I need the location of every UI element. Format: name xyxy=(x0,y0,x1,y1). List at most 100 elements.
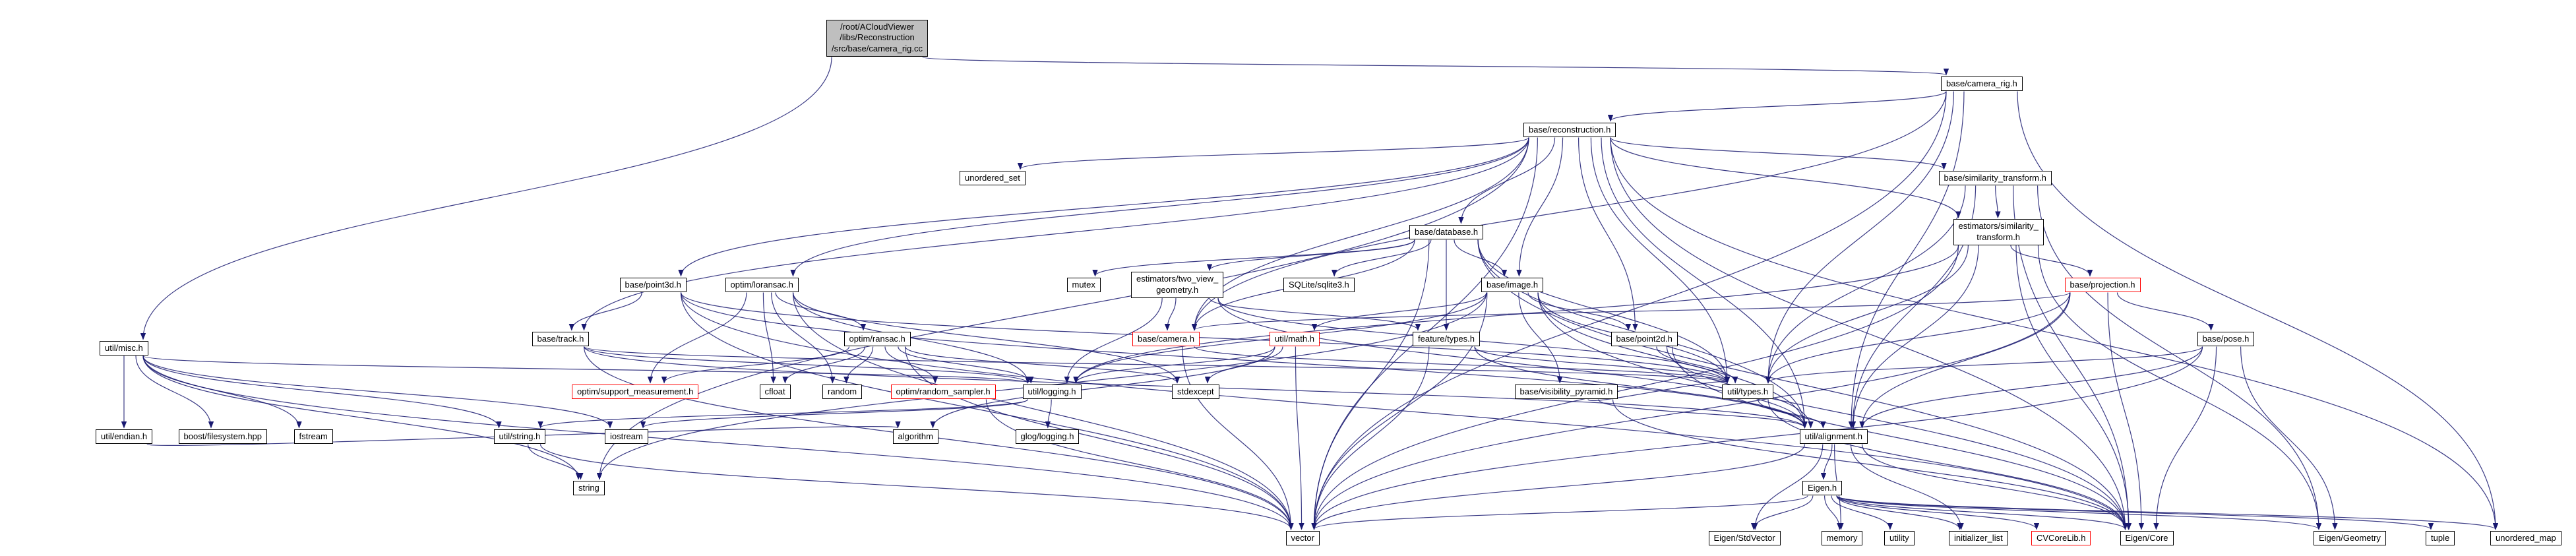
include-edge-eigen_h--initializer_list xyxy=(1836,495,1963,530)
include-edge-similarity_transform_h--eigen_geometry xyxy=(2037,185,2322,530)
include-edge-loransac_h--vector xyxy=(792,292,1294,530)
node-cvcorelib_h[interactable]: CVCoreLib.h xyxy=(2031,530,2091,546)
node-initializer_list: initializer_list xyxy=(1949,530,2008,546)
include-edge-alignment_h--initializer_list xyxy=(1850,444,1964,530)
include-edge-pose_h--types_h xyxy=(1765,346,2203,384)
include-edge-misc_h--string xyxy=(142,355,582,480)
node-similarity_transform_h[interactable]: base/similarity_transform.h xyxy=(1938,170,2052,186)
include-edge-reconstruction_h--alignment_h xyxy=(1601,137,1808,429)
include-edge-misc_h--boost_filesystem_hpp xyxy=(135,355,214,429)
node-eigen_h[interactable]: Eigen.h xyxy=(1802,480,1843,496)
node-utility: utility xyxy=(1884,530,1915,546)
include-edge-math_h--vector xyxy=(1295,346,1304,530)
include-edge-camera_h--vector xyxy=(1182,346,1294,530)
include-edge-similarity_transform_h--est_similarity_transform_h xyxy=(1995,185,2001,219)
include-edge-point3d_h--alignment_h xyxy=(680,292,1808,429)
include-edge-est_similarity_transform_h--eigen_core xyxy=(2015,245,2132,530)
include-edge-eigen_h--eigen_stdvector xyxy=(1750,495,1814,530)
include-edge-camera_rig_h--camera_h xyxy=(1191,91,1947,331)
node-image_h[interactable]: base/image.h xyxy=(1481,277,1544,293)
node-feature_types_h[interactable]: feature/types.h xyxy=(1413,331,1480,347)
include-edge-logging_h--iostream xyxy=(640,398,1029,429)
include-edge-eigen_h--vector xyxy=(1311,495,1808,530)
include-edge-projection_h--vector xyxy=(1311,292,2071,530)
include-edge-loransac_h--support_measurement_h xyxy=(647,292,747,384)
include-edge-feature_types_h--vector xyxy=(1311,346,1430,530)
include-edge-ransac_h--random_sampler_h xyxy=(884,346,938,384)
include-edge-est_similarity_transform_h--eigen_geometry xyxy=(2037,245,2322,530)
include-edge-ransac_h--vector xyxy=(904,346,1294,530)
node-algorithm: algorithm xyxy=(892,429,938,445)
include-edge-two_view_geometry_h--camera_h xyxy=(1164,297,1177,331)
include-edge-est_similarity_transform_h--types_h xyxy=(1765,245,1969,384)
include-edge-math_h--logging_h xyxy=(1073,346,1275,384)
node-point2d_h[interactable]: base/point2d.h xyxy=(1610,331,1678,347)
include-edge-random_sampler_h--vector xyxy=(985,399,1294,530)
include-edge-reconstruction_h--database_h xyxy=(1458,137,1556,224)
node-random: random xyxy=(822,384,863,400)
include-edge-reconstruction_h--types_h xyxy=(1590,137,1731,384)
include-edge-database_h--vector xyxy=(1311,239,1430,530)
include-edge-ransac_h--random xyxy=(843,346,874,384)
include-edge-eigen_h--unordered_map xyxy=(1836,495,2498,530)
node-fstream: fstream xyxy=(293,429,333,445)
node-vector: vector xyxy=(1285,530,1320,546)
node-reconstruction_h[interactable]: base/reconstruction.h xyxy=(1523,122,1616,138)
include-edge-reconstruction_h--track_h xyxy=(581,137,1529,331)
node-point3d_h[interactable]: base/point3d.h xyxy=(619,277,687,293)
node-visibility_pyramid_h[interactable]: base/visibility_pyramid.h xyxy=(1514,384,1618,400)
include-edge-pose_h--eigen_core xyxy=(2153,346,2217,530)
node-logging_h[interactable]: util/logging.h xyxy=(1022,384,1082,400)
include-edge-image_h--point2d_h xyxy=(1527,292,1632,331)
node-random_sampler_h[interactable]: optim/random_sampler.h xyxy=(890,384,996,400)
node-est_similarity_transform_h[interactable]: estimators/similarity_ transform.h xyxy=(1953,219,2044,245)
include-edge-track_h--logging_h xyxy=(583,346,1031,384)
include-edge-ransac_h--cfloat xyxy=(782,346,865,384)
node-pose_h[interactable]: base/pose.h xyxy=(2197,331,2255,347)
include-edge-logging_h--glog_logging_h xyxy=(1045,399,1052,429)
node-unordered_map: unordered_map xyxy=(2490,530,2561,546)
include-edge-string_h--string xyxy=(528,444,584,480)
node-stdexcept: stdexcept xyxy=(1172,384,1219,400)
node-database_h[interactable]: base/database.h xyxy=(1409,224,1484,240)
node-support_measurement_h[interactable]: optim/support_measurement.h xyxy=(572,384,699,400)
include-edge-misc_h--fstream xyxy=(142,355,302,429)
include-edge-projection_h--types_h xyxy=(1765,292,2071,384)
include-edge-est_similarity_transform_h--vector xyxy=(1311,245,1959,530)
include-edge-reconstruction_h--string xyxy=(596,137,1529,480)
node-types_h[interactable]: util/types.h xyxy=(1722,384,1774,400)
node-alignment_h[interactable]: util/alignment.h xyxy=(1799,429,1868,445)
node-math_h[interactable]: util/math.h xyxy=(1270,331,1320,347)
node-track_h[interactable]: base/track.h xyxy=(532,331,590,347)
include-edge-types_h--alignment_h xyxy=(1758,399,1826,429)
node-loransac_h[interactable]: optim/loransac.h xyxy=(725,277,799,293)
include-edge-misc_h--vector xyxy=(142,355,1294,530)
include-edge-eigen_h--memory xyxy=(1824,495,1843,530)
include-edge-loransac_h--random xyxy=(771,292,836,384)
node-misc_h[interactable]: util/misc.h xyxy=(100,340,148,356)
node-endian_h[interactable]: util/endian.h xyxy=(96,429,153,445)
node-string_h[interactable]: util/string.h xyxy=(493,429,546,445)
node-two_view_geometry_h[interactable]: estimators/two_view_ geometry.h xyxy=(1131,272,1224,298)
include-edge-point2d_h--types_h xyxy=(1656,346,1738,384)
include-edge-eigen_h--eigen_core xyxy=(1836,495,2128,530)
include-edge-image_h--eigen_core xyxy=(1537,292,2128,530)
include-edge-loransac_h--cfloat xyxy=(762,292,776,384)
node-ransac_h[interactable]: optim/ransac.h xyxy=(843,331,911,347)
include-edge-alignment_h--eigen_stdvector xyxy=(1752,444,1824,530)
node-sqlite3_h[interactable]: SQLite/sqlite3.h xyxy=(1283,277,1355,293)
node-projection_h[interactable]: base/projection.h xyxy=(2064,277,2141,293)
include-edge-database_h--image_h xyxy=(1454,239,1508,277)
node-glog_logging_h: glog/logging.h xyxy=(1015,429,1080,445)
node-camera_h[interactable]: base/camera.h xyxy=(1132,331,1200,347)
node-camera_rig_h[interactable]: base/camera_rig.h xyxy=(1941,76,2023,92)
include-edge-projection_h--pose_h xyxy=(2116,292,2214,331)
include-edge-alignment_h--vector xyxy=(1311,444,1806,530)
include-edge-camera_rig_cc--camera_rig_h xyxy=(922,56,1949,76)
include-edge-loransac_h--stdexcept xyxy=(792,292,1181,384)
node-boost_filesystem_hpp: boost/filesystem.hpp xyxy=(178,429,268,445)
include-edge-est_similarity_transform_h--alignment_h xyxy=(1850,245,1979,429)
include-edge-visibility_pyramid_h--eigen_core xyxy=(1612,399,2128,530)
include-edge-misc_h--iostream xyxy=(142,355,613,429)
